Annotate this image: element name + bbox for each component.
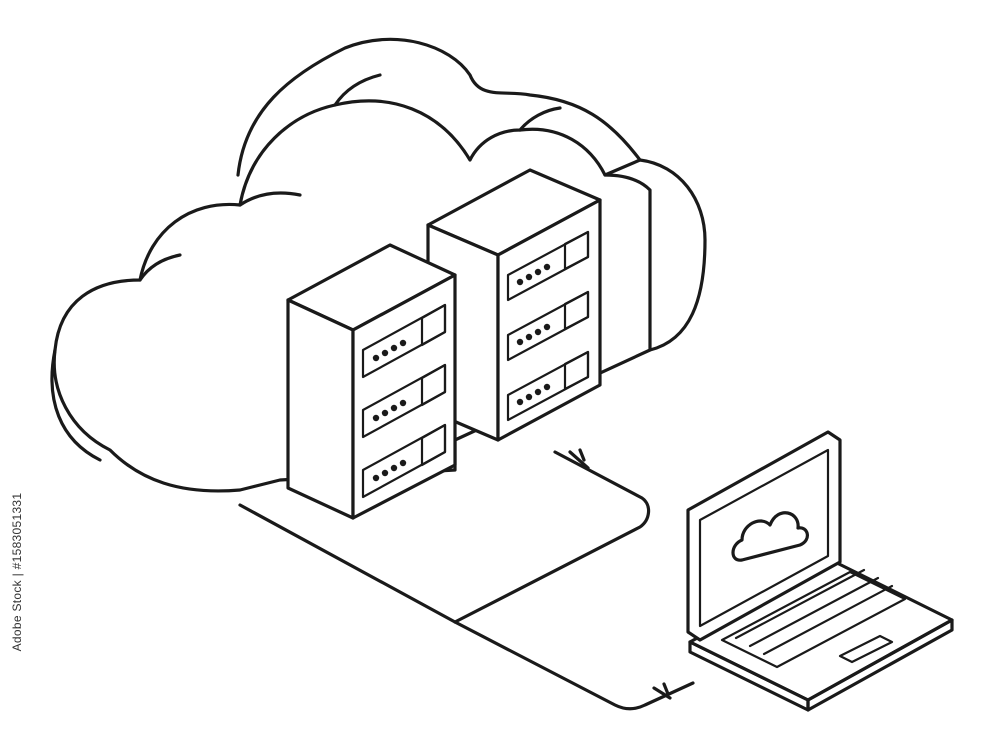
server-unit-icon (506, 230, 590, 302)
server-unit-icon (361, 363, 447, 439)
cable-connector-icon (568, 448, 590, 470)
server-unit-icon (361, 423, 447, 499)
screen-cloud-icon (731, 511, 809, 562)
stock-id-watermark: Adobe Stock | #1583051331 (6, 493, 28, 652)
server-unit-icon (506, 350, 590, 422)
laptop-icon (686, 430, 954, 712)
server-unit-icon (506, 290, 590, 362)
server-rack-front (286, 243, 457, 520)
cable-connector-icon (652, 682, 672, 700)
network-cables (238, 448, 695, 711)
stock-id-text: Adobe Stock | #1583051331 (10, 492, 24, 652)
server-unit-icon (361, 303, 447, 379)
